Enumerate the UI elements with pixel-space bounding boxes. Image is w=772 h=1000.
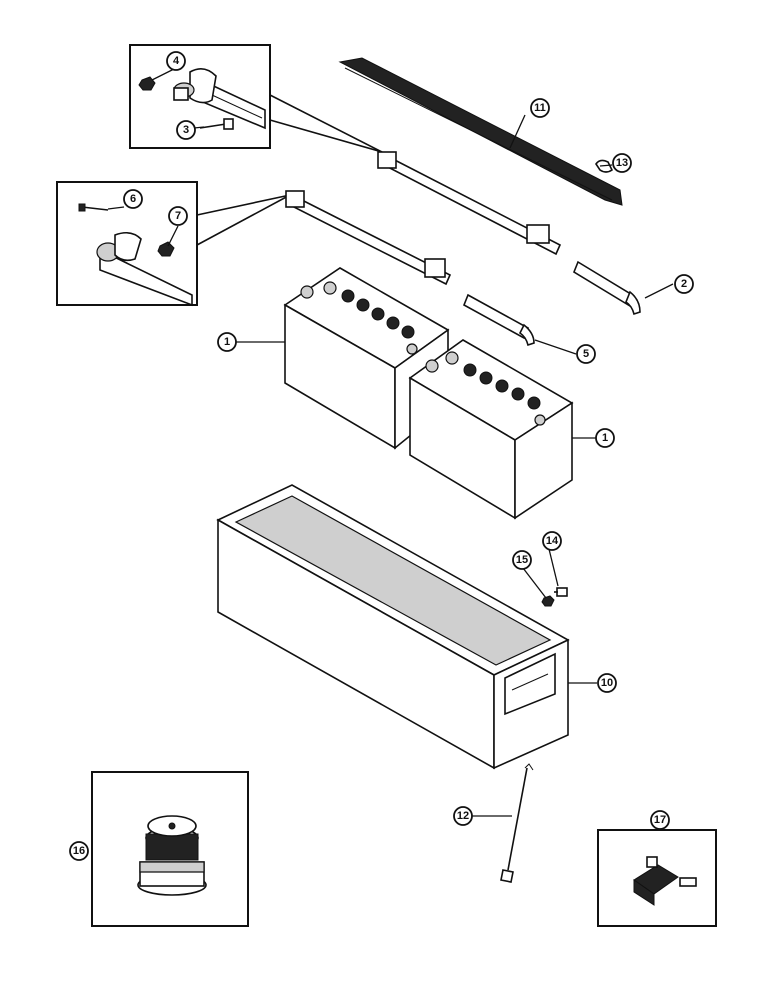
- callout-7: 7: [168, 206, 188, 226]
- hold-down-strap: [338, 57, 623, 206]
- battery-cable-2: [573, 260, 641, 316]
- inset-connector: [597, 829, 717, 927]
- hold-down-rod: [500, 763, 534, 883]
- callout-17: 17: [650, 810, 670, 830]
- callout-3-label: 3: [183, 124, 189, 136]
- callout-10: 10: [597, 673, 617, 693]
- callout-13: 13: [612, 153, 632, 173]
- callout-4-label: 4: [173, 55, 180, 67]
- callout-3: 3: [176, 120, 196, 140]
- callout-10-label: 10: [601, 677, 613, 689]
- box-bolt: [554, 587, 568, 597]
- battery-cable-upper: [377, 151, 562, 256]
- callout-11-label: 11: [534, 102, 546, 114]
- callout-15: 15: [512, 550, 532, 570]
- callout-4: 4: [166, 51, 186, 71]
- callout-17-label: 17: [654, 814, 666, 826]
- inset-cable-clamp-left: [56, 181, 291, 307]
- callout-16-label: 16: [73, 845, 85, 857]
- callout-12: 12: [453, 806, 473, 826]
- callout-7-label: 7: [175, 210, 181, 222]
- callout-12-label: 12: [457, 810, 469, 822]
- callout-1-front: 1: [595, 428, 615, 448]
- callout-6: 6: [123, 189, 143, 209]
- callout-1-front-label: 1: [602, 432, 608, 444]
- inset-cable-clamp-top: [129, 44, 383, 153]
- callout-11: 11: [530, 98, 550, 118]
- callout-14-label: 14: [546, 535, 559, 547]
- callout-15-label: 15: [516, 554, 528, 566]
- battery-cable-5: [462, 293, 535, 347]
- callout-13-label: 13: [616, 157, 628, 169]
- callout-5-label: 5: [583, 348, 589, 360]
- callout-2: 2: [674, 274, 694, 294]
- callout-1-rear: 1: [217, 332, 237, 352]
- leader-lines: [107, 67, 674, 817]
- box-nut: [541, 595, 555, 607]
- battery-front: [408, 339, 574, 520]
- callout-2-label: 2: [681, 278, 687, 290]
- battery-cable-lower: [285, 190, 452, 286]
- callout-14: 14: [542, 531, 562, 551]
- callout-6-label: 6: [130, 193, 136, 205]
- callout-1-rear-label: 1: [224, 336, 230, 348]
- callout-16: 16: [69, 841, 89, 861]
- callout-5: 5: [576, 344, 596, 364]
- inset-disconnect-switch: [91, 771, 249, 927]
- battery-box: [216, 484, 570, 770]
